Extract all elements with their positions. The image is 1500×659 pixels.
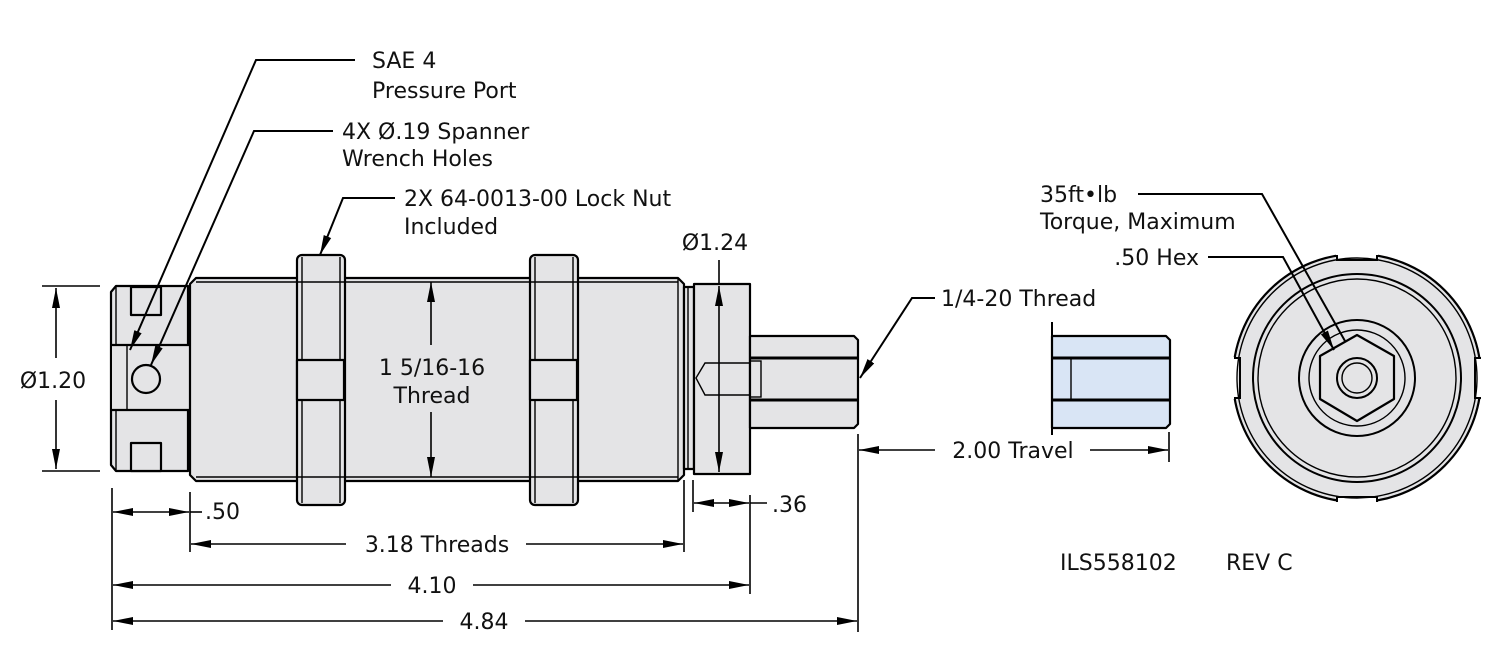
revision: REV C: [1226, 551, 1293, 576]
svg-text:Torque, Maximum: Torque, Maximum: [1039, 210, 1236, 235]
svg-text:1/4-20 Thread: 1/4-20 Thread: [941, 287, 1096, 312]
svg-text:2X 64-0013-00 Lock Nut: 2X 64-0013-00 Lock Nut: [404, 187, 671, 212]
svg-text:Wrench Holes: Wrench Holes: [342, 147, 493, 172]
dim-overall-length: 4.84: [113, 610, 857, 635]
svg-text:Thread: Thread: [393, 384, 471, 409]
dim-flange-length: .36: [694, 493, 807, 518]
svg-text:2.00 Travel: 2.00 Travel: [952, 439, 1073, 464]
callout-rod-thread: 1/4-20 Thread: [859, 287, 1096, 379]
dim-main-thread: 1 5/16-16 Thread: [379, 282, 485, 477]
svg-text:4.84: 4.84: [460, 610, 509, 635]
plunger-rod-extended: [1050, 322, 1172, 435]
flange: [682, 282, 752, 476]
svg-text:3.18 Threads: 3.18 Threads: [365, 533, 509, 558]
svg-text:Ø1.20: Ø1.20: [20, 369, 86, 394]
svg-text:Pressure Port: Pressure Port: [372, 79, 517, 104]
svg-text:35ft•lb: 35ft•lb: [1040, 183, 1117, 208]
callout-lock-nut: 2X 64-0013-00 Lock Nut Included: [319, 187, 671, 256]
svg-text:.50 Hex: .50 Hex: [1114, 246, 1199, 271]
callout-pressure-port: SAE 4 Pressure Port: [129, 49, 517, 351]
hex-nut: [1318, 333, 1396, 423]
lock-nut-1: [295, 253, 347, 507]
callout-hex: .50 Hex: [1114, 246, 1335, 351]
end-cap: [109, 284, 211, 473]
svg-text:Included: Included: [404, 215, 498, 240]
svg-text:4.10: 4.10: [408, 574, 457, 599]
svg-text:Ø1.24: Ø1.24: [682, 231, 748, 256]
dim-end-length: .50: [113, 500, 240, 525]
svg-text:4X Ø.19 Spanner: 4X Ø.19 Spanner: [342, 120, 530, 145]
svg-text:.50: .50: [205, 500, 240, 525]
dim-flange-diameter: Ø1.24: [682, 231, 748, 472]
dim-threads-length: 3.18 Threads: [191, 533, 683, 558]
side-view: [109, 253, 1172, 507]
svg-text:SAE 4: SAE 4: [372, 49, 436, 74]
callout-spanner-holes: 4X Ø.19 Spanner Wrench Holes: [150, 120, 530, 366]
callout-torque: 35ft•lb Torque, Maximum: [1039, 183, 1346, 342]
dim-travel: 2.00 Travel: [859, 439, 1168, 464]
dim-body-length: 4.10: [113, 574, 749, 599]
lock-nut-2: [528, 253, 580, 507]
dim-body-diameter: Ø1.20: [20, 285, 100, 472]
end-view: [1230, 252, 1484, 504]
extension-lines: [111, 432, 1170, 632]
spanner-hole: [130, 363, 162, 395]
svg-text:1 5/16-16: 1 5/16-16: [379, 356, 485, 381]
svg-text:.36: .36: [772, 493, 807, 518]
part-number: ILS558102: [1060, 551, 1177, 576]
